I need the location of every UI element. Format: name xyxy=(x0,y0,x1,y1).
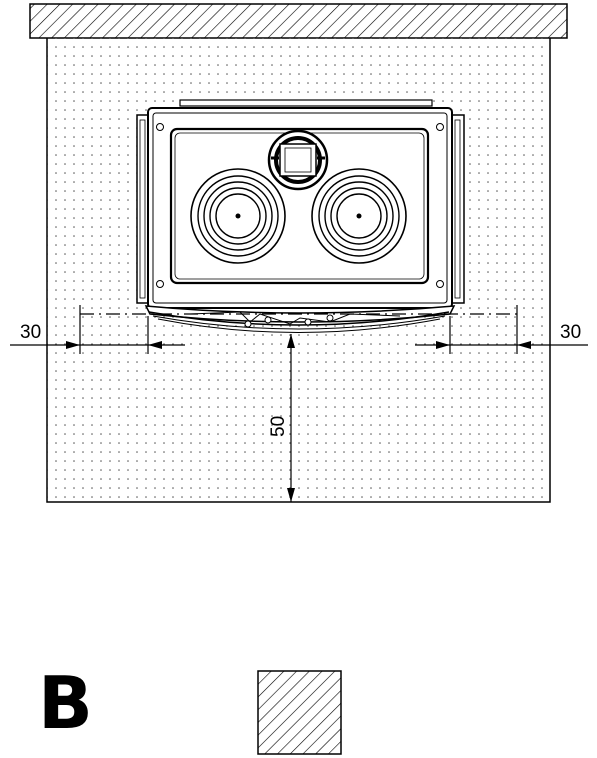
wall-hatched xyxy=(29,3,568,39)
front-clearance-dimension: 50 xyxy=(268,334,295,502)
left-hotplate xyxy=(190,168,286,264)
right-clearance-label: 30 xyxy=(560,322,581,343)
right-hotplate xyxy=(311,168,407,264)
left-clearance-label: 30 xyxy=(20,322,41,343)
legend-hatched-square xyxy=(257,670,342,755)
flue-collar xyxy=(267,129,329,191)
right-clearance-dimension: 30 xyxy=(415,322,588,349)
front-clearance-label: 50 xyxy=(268,416,289,437)
left-clearance-dimension: 30 xyxy=(10,322,185,349)
section-label: B xyxy=(38,661,93,745)
stove-top-view xyxy=(136,99,465,333)
stove-front-door xyxy=(148,311,450,333)
